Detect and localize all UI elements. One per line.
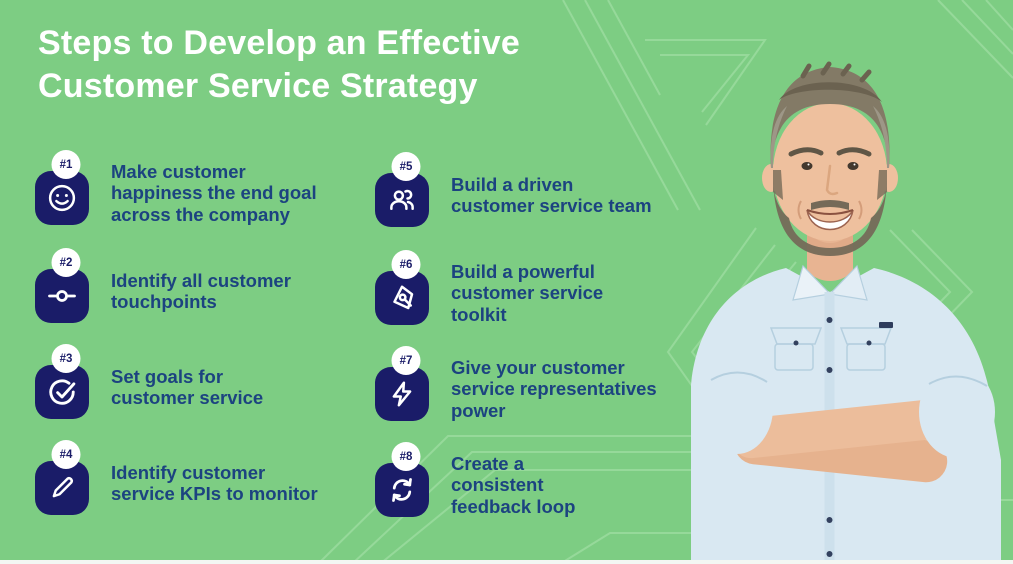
step-8-icon-stack: #8 [375,442,429,518]
page-title-line1: Steps to Develop an Effective [38,24,520,62]
step-6: #6 Build a powerful customer service too… [375,250,613,326]
page-title-line2: Customer Service Strategy [38,67,478,105]
step-1-text: Make customer happiness the end goal acr… [111,160,317,225]
step-2: #2 Identify all customer touchpoints [35,248,316,324]
step-1-icon-stack: #1 [35,150,89,226]
step-5-text: Build a driven customer service team [451,173,652,217]
team-icon [375,173,429,227]
pen-tool-icon [375,271,429,325]
step-5: #5 Build a driven customer service team [375,152,656,228]
step-7-text: Give your customer service representativ… [451,356,657,421]
touchpoint-node-icon [35,269,89,323]
step-3-icon-stack: #3 [35,344,89,420]
step-7-number-badge: #7 [391,346,421,375]
step-5-number-badge: #5 [391,152,421,181]
step-4-number-badge: #4 [51,440,81,469]
step-2-text: Identify all customer touchpoints [111,269,291,313]
pencil-icon [35,461,89,515]
step-3-text: Set goals for customer service [111,365,264,409]
step-1: #1 Make customer happiness the end goal … [35,150,321,226]
step-8-text: Create a consistent feedback loop [451,452,576,517]
smiley-face-icon [35,171,89,225]
refresh-loop-icon [375,463,429,517]
check-circle-icon [35,365,89,419]
step-6-text: Build a powerful customer service toolki… [451,260,604,325]
man-crossed-arms-photo [691,61,1001,564]
step-4: #4 Identify customer service KPIs to mon… [35,440,329,516]
step-5-icon-stack: #5 [375,152,429,228]
step-8-number-badge: #8 [391,442,421,471]
bottom-edge-strip [0,560,1013,564]
step-2-icon-stack: #2 [35,248,89,324]
step-8: #8 Create a consistent feedback loop [375,442,586,518]
step-4-text: Identify customer service KPIs to monito… [111,461,318,505]
step-1-number-badge: #1 [51,150,81,179]
step-6-number-badge: #6 [391,250,421,279]
step-3: #3 Set goals for customer service [35,344,266,420]
lightning-bolt-icon [375,367,429,421]
step-4-icon-stack: #4 [35,440,89,516]
step-6-icon-stack: #6 [375,250,429,326]
step-2-number-badge: #2 [51,248,81,277]
step-7-icon-stack: #7 [375,346,429,422]
step-3-number-badge: #3 [51,344,81,373]
step-7: #7 Give your customer service representa… [375,346,679,422]
page-title: Steps to Develop an Effective Customer S… [38,22,520,108]
